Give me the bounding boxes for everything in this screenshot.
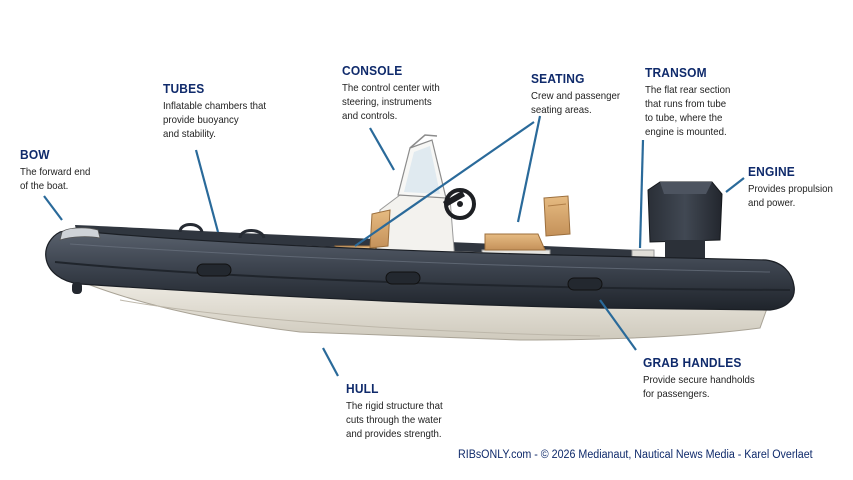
label-console-line-1: The control center with (342, 82, 440, 94)
label-engine-title: ENGINE (748, 164, 795, 179)
label-hull-line-1: The rigid structure that (346, 400, 443, 412)
label-hull-line-2: cuts through the water (346, 414, 442, 426)
label-seating-line-1: Crew and passenger (531, 90, 621, 102)
label-hull: HULL The rigid structure that cuts throu… (346, 381, 451, 441)
label-grab-handles-line-2: for passengers. (643, 388, 710, 400)
label-bow-title: BOW (20, 147, 50, 162)
label-grab-handles: GRAB HANDLES Provide secure handholds fo… (643, 355, 764, 401)
near-tube (45, 229, 795, 311)
leader-lines (43, 115, 745, 377)
label-transom: TRANSOM The flat rear section that runs … (645, 65, 738, 139)
label-seating-line-2: seating areas. (531, 104, 592, 116)
outboard-engine (631, 181, 723, 265)
label-transom-title: TRANSOM (645, 65, 707, 80)
label-tubes-line-3: and stability. (163, 128, 216, 140)
label-seating-title: SEATING (531, 71, 585, 86)
label-bow: BOW The forward end of the boat. (20, 147, 96, 193)
label-console-title: CONSOLE (342, 63, 403, 78)
label-seating: SEATING Crew and passenger seating areas… (531, 71, 628, 117)
label-grab-handles-line-1: Provide secure handholds (643, 374, 755, 386)
label-tubes-title: TUBES (163, 81, 205, 96)
label-transom-line-3: to tube, where the (645, 112, 723, 124)
label-engine-line-1: Provides propulsion (748, 183, 833, 195)
label-transom-line-1: The flat rear section (645, 84, 731, 96)
label-transom-line-2: that runs from tube (645, 98, 727, 110)
label-tubes-line-2: provide buoyancy (163, 114, 239, 126)
label-hull-line-3: and provides strength. (346, 428, 442, 440)
label-bow-line-1: The forward end (20, 166, 91, 178)
label-transom-line-4: engine is mounted. (645, 126, 727, 138)
copyright-credit: RIBsONLY.com - © 2026 Medianaut, Nautica… (458, 449, 813, 461)
label-engine: ENGINE Provides propulsion and power. (748, 164, 840, 210)
label-bow-line-2: of the boat. (20, 180, 69, 192)
label-engine-line-2: and power. (748, 197, 796, 209)
label-console-line-3: and controls. (342, 110, 398, 122)
label-console: CONSOLE The control center with steering… (342, 63, 448, 123)
label-tubes-line-1: Inflatable chambers that (163, 100, 267, 112)
label-grab-handles-title: GRAB HANDLES (643, 355, 742, 370)
label-console-line-2: steering, instruments (342, 96, 432, 108)
label-tubes: TUBES Inflatable chambers that provide b… (163, 81, 275, 141)
console (374, 134, 476, 263)
grab-handles (72, 263, 603, 294)
label-hull-title: HULL (346, 381, 379, 396)
